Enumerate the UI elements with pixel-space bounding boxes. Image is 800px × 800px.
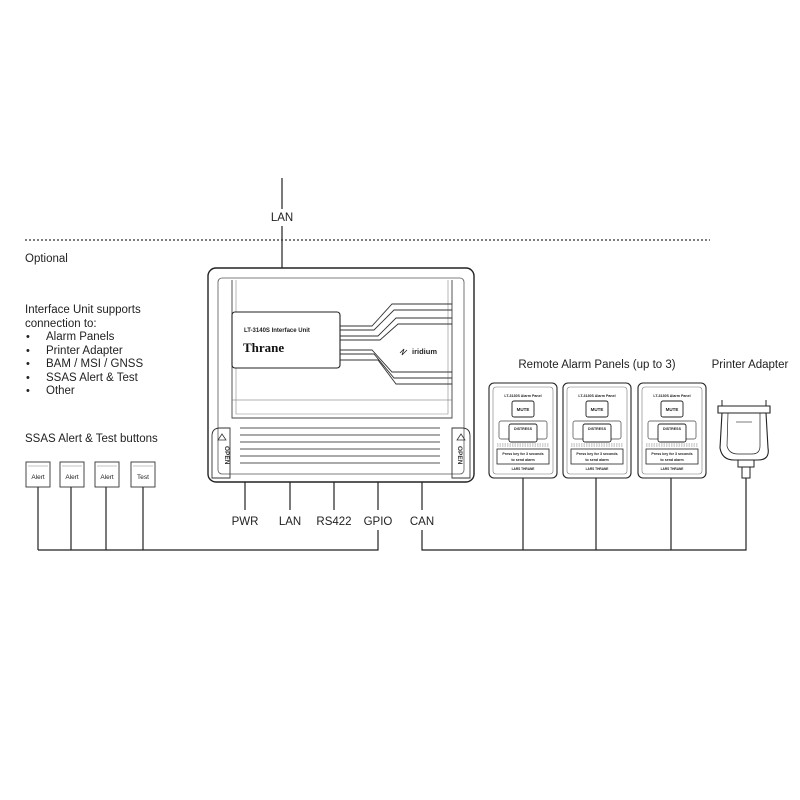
remote-panels-heading: Remote Alarm Panels (up to 3) xyxy=(518,359,676,371)
interface-unit: OPEN OPEN LT-3140S Interface Unit Thrane… xyxy=(207,267,475,483)
open-left-label: OPEN xyxy=(223,446,230,465)
support-item: Alarm Panels xyxy=(25,331,175,345)
gpio-bus xyxy=(38,530,379,551)
partner-logo: iridium xyxy=(412,347,437,356)
unit-brand-logo: Thrane xyxy=(243,340,284,355)
interface-support-list: Interface Unit supports connection to: A… xyxy=(25,304,175,399)
alarm-panel-3-distress-button[interactable] xyxy=(657,423,687,443)
optional-label: Optional xyxy=(25,253,68,265)
alarm-panel-2-instruction-1: Press key for 3 seconds xyxy=(576,452,617,456)
lan-uplink-label: LAN xyxy=(270,212,294,224)
alarm-panel-2-brand: LARS THRANE xyxy=(586,467,609,471)
ssas-button-2[interactable]: Alert xyxy=(59,461,85,488)
printer-adapter-heading: Printer Adapter xyxy=(711,359,789,371)
open-left-arrow-icon xyxy=(217,433,227,441)
alarm-panel-2-instruction-2: to send alarm xyxy=(585,458,608,462)
alarm-panel-3-instruction-1: Press key for 3 seconds xyxy=(651,452,692,456)
unit-vents xyxy=(240,427,440,464)
pwr-port-label: PWR xyxy=(231,516,259,528)
alarm-panel-3-instruction-2: to send alarm xyxy=(660,458,683,462)
alarm-panel-3: LT-3130S Alarm Panel MUTE DISTRESS Press… xyxy=(637,382,707,479)
support-item: SSAS Alert & Test xyxy=(25,372,175,386)
printer-adapter xyxy=(717,400,771,479)
ssas-button-1[interactable]: Alert xyxy=(25,461,51,488)
ssas-buttons: Alert Alert Alert Test xyxy=(25,461,156,488)
support-intro: Interface Unit supports connection to: xyxy=(25,304,141,330)
open-right-arrow-icon xyxy=(456,433,466,441)
alarm-panel-3-mute-button[interactable] xyxy=(660,400,684,418)
alarm-panel-2-mute-button[interactable] xyxy=(585,400,609,418)
alarm-panel-1-distress-label: DISTRESS xyxy=(514,427,533,431)
alarm-panel-2: LT-3130S Alarm Panel MUTE DISTRESS Press… xyxy=(562,382,632,479)
ssas-button-3-label: Alert xyxy=(100,474,114,481)
unit-model-label: LT-3140S Interface Unit xyxy=(244,328,310,334)
alarm-panel-2-title: LT-3130S Alarm Panel xyxy=(578,394,615,398)
ssas-button-2-label: Alert xyxy=(65,474,79,481)
can-port-label: CAN xyxy=(409,516,435,528)
alarm-panel-2-distress-label: DISTRESS xyxy=(588,427,607,431)
ssas-test-button[interactable]: Test xyxy=(130,461,156,488)
lan-port-label: LAN xyxy=(278,516,302,528)
alarm-panel-1-distress-button[interactable] xyxy=(508,423,538,443)
support-item: BAM / MSI / GNSS xyxy=(25,358,175,372)
ssas-buttons-heading: SSAS Alert & Test buttons xyxy=(25,433,158,445)
alarm-panel-1: LT-3130S Alarm Panel MUTE DISTRESS Press… xyxy=(488,382,558,479)
alarm-panel-2-distress-button[interactable] xyxy=(582,423,612,443)
alarm-panel-1-mute-button[interactable] xyxy=(511,400,535,418)
alarm-panel-1-title: LT-3130S Alarm Panel xyxy=(504,394,541,398)
alarm-panel-1-brand: LARS THRANE xyxy=(512,467,535,471)
alarm-panel-1-instruction-1: Press key for 3 seconds xyxy=(502,452,543,456)
partner-logo-icon xyxy=(399,348,408,356)
can-bus xyxy=(421,478,747,551)
ssas-button-3[interactable]: Alert xyxy=(94,461,120,488)
rs422-port-label: RS422 xyxy=(316,516,352,528)
alarm-panel-3-mute-label: MUTE xyxy=(666,407,679,412)
support-item: Other xyxy=(25,385,175,399)
alarm-panel-1-instruction-2: to send alarm xyxy=(511,458,534,462)
gpio-port-label: GPIO xyxy=(363,516,393,528)
alarm-panel-3-title: LT-3130S Alarm Panel xyxy=(653,394,690,398)
ssas-button-1-label: Alert xyxy=(31,474,45,481)
alarm-panel-1-mute-label: MUTE xyxy=(517,407,530,412)
support-item: Printer Adapter xyxy=(25,345,175,359)
open-right-label: OPEN xyxy=(456,446,463,465)
ssas-test-button-label: Test xyxy=(137,474,149,481)
alarm-panel-3-distress-label: DISTRESS xyxy=(663,427,682,431)
alarm-panel-2-mute-label: MUTE xyxy=(591,407,604,412)
alarm-panel-3-brand: LARS THRANE xyxy=(661,467,684,471)
